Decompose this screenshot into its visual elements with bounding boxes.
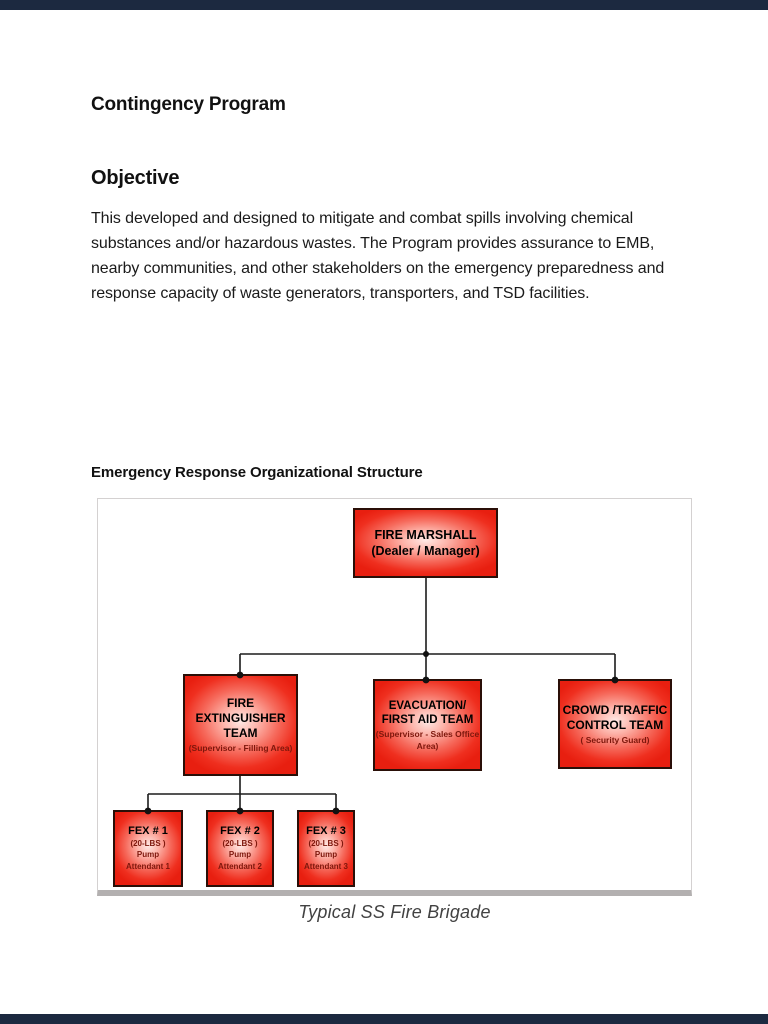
node-subtitle: (20-LBS ) xyxy=(308,838,344,848)
node-subtitle: (20-LBS ) xyxy=(222,838,258,848)
node-title: FEX # 2 xyxy=(220,824,260,837)
objective-heading: Objective xyxy=(91,167,180,189)
org-structure-heading: Emergency Response Organizational Struct… xyxy=(91,464,423,481)
node-title: FEX # 3 xyxy=(306,824,346,837)
node-title: FIRST AID TEAM xyxy=(381,714,474,726)
node-title: EXTINGUISHER xyxy=(195,711,286,725)
node-subtitle: ( Security Guard) xyxy=(580,734,650,745)
node-subtitle: (20-LBS ) xyxy=(130,838,166,848)
node-title: EVACUATION/ xyxy=(388,700,467,712)
node-subtitle: Attendant 2 xyxy=(218,861,262,871)
bottom-edge-bar xyxy=(0,1014,768,1024)
org-chart: FIRE MARSHALL (Dealer / Manager) FIRE EX… xyxy=(97,498,692,896)
node-title: FIRE xyxy=(226,696,255,710)
node-fex-1: FEX # 1 (20-LBS ) Pump Attendant 1 xyxy=(113,810,183,887)
top-edge-bar xyxy=(0,0,768,10)
node-title: CONTROL TEAM xyxy=(566,717,664,732)
node-crowd-traffic-control-team: CROWD /TRAFFIC CONTROL TEAM ( Security G… xyxy=(558,679,672,769)
node-subtitle: Pump xyxy=(314,850,338,860)
paragraph-line: substances and/or hazardous wastes. The … xyxy=(91,235,655,252)
page-title: Contingency Program xyxy=(91,94,286,115)
node-subtitle: Area) xyxy=(416,741,439,751)
node-evacuation-first-aid-team: EVACUATION/ FIRST AID TEAM (Supervisor -… xyxy=(373,679,482,771)
node-title: (Dealer / Manager) xyxy=(371,544,480,558)
node-fire-marshall: FIRE MARSHALL (Dealer / Manager) xyxy=(353,508,498,578)
node-subtitle: Pump xyxy=(136,850,160,860)
objective-paragraph: This developed and designed to mitigate … xyxy=(91,206,691,306)
node-title: CROWD /TRAFFIC xyxy=(562,702,668,717)
node-fire-extinguisher-team: FIRE EXTINGUISHER TEAM (Supervisor - Fil… xyxy=(183,674,298,776)
paragraph-line: nearby communities, and other stakeholde… xyxy=(91,260,665,277)
node-title: FIRE MARSHALL xyxy=(374,528,477,542)
node-fex-3: FEX # 3 (20-LBS ) Pump Attendant 3 xyxy=(297,810,355,887)
node-fex-2: FEX # 2 (20-LBS ) Pump Attendant 2 xyxy=(206,810,274,887)
node-title: TEAM xyxy=(223,726,258,740)
node-subtitle: Attendant 1 xyxy=(126,861,170,871)
node-subtitle: (Supervisor - Filling Area) xyxy=(188,743,293,753)
paragraph-line: This developed and designed to mitigate … xyxy=(91,210,634,227)
node-subtitle: (Supervisor - Sales Office xyxy=(375,729,480,739)
paragraph-line: response capacity of waste generators, t… xyxy=(91,285,590,302)
chart-caption: Typical SS Fire Brigade xyxy=(298,902,491,922)
node-subtitle: Pump xyxy=(228,850,252,860)
node-title: FEX # 1 xyxy=(128,824,168,837)
node-subtitle: Attendant 3 xyxy=(304,861,348,871)
